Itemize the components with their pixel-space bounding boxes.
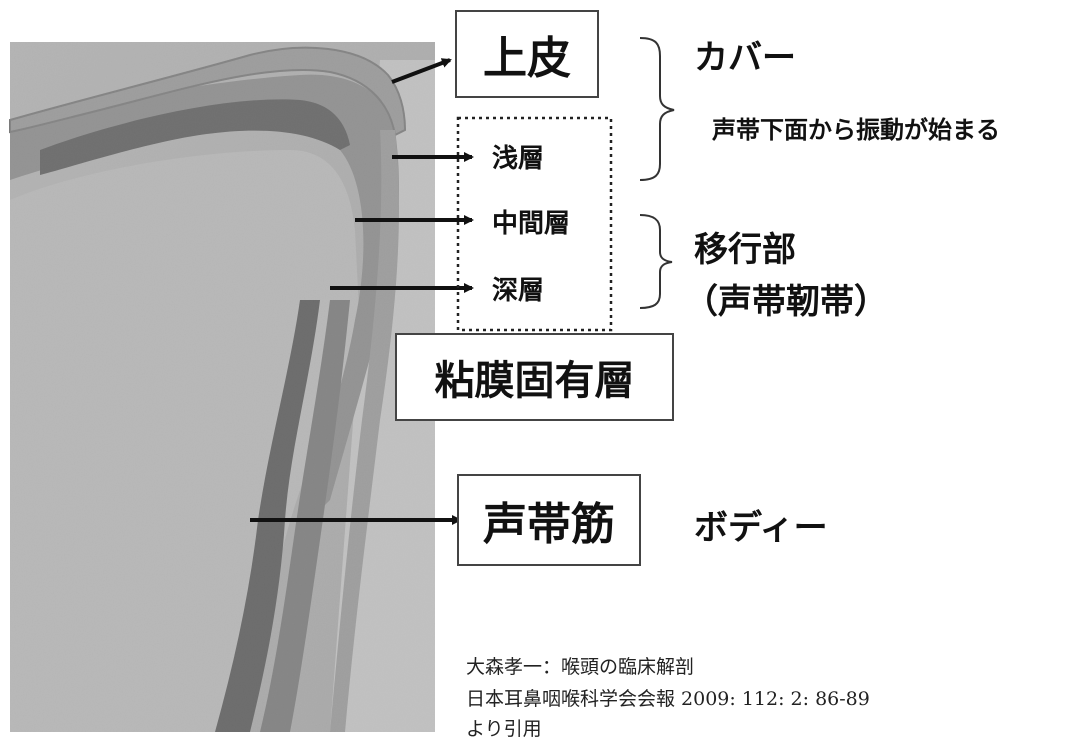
citation-line-3: より引用 — [466, 714, 542, 741]
deep-layer-label: 深層 — [492, 270, 544, 307]
transition-label: 移行部 — [694, 222, 796, 271]
vocal-ligament-label: （声帯靭帯） — [684, 274, 888, 323]
cover-label: カバー — [694, 30, 796, 79]
citation-line-1: 大森孝一：喉頭の臨床解剖 — [466, 652, 694, 679]
epithelium-label-box: 上皮 — [455, 10, 599, 98]
epithelium-label: 上皮 — [483, 22, 571, 86]
vibration-note: 声帯下面から振動が始まる — [712, 110, 1000, 145]
lamina-propria-label: 粘膜固有層 — [435, 348, 635, 406]
vocalis-label-box: 声帯筋 — [457, 474, 641, 566]
superficial-layer-label: 浅層 — [492, 138, 544, 175]
lamina-propria-label-box: 粘膜固有層 — [395, 333, 674, 421]
cover-brace — [640, 38, 674, 180]
arrow-epithelium — [392, 60, 450, 82]
citation-line-2: 日本耳鼻咽喉科学会会報 2009: 112: 2: 86-89 — [466, 684, 870, 711]
intermediate-layer-label: 中間層 — [492, 203, 570, 240]
transition-brace — [640, 215, 672, 308]
vocalis-muscle-label: 声帯筋 — [483, 488, 615, 552]
body-label: ボディー — [694, 500, 828, 549]
